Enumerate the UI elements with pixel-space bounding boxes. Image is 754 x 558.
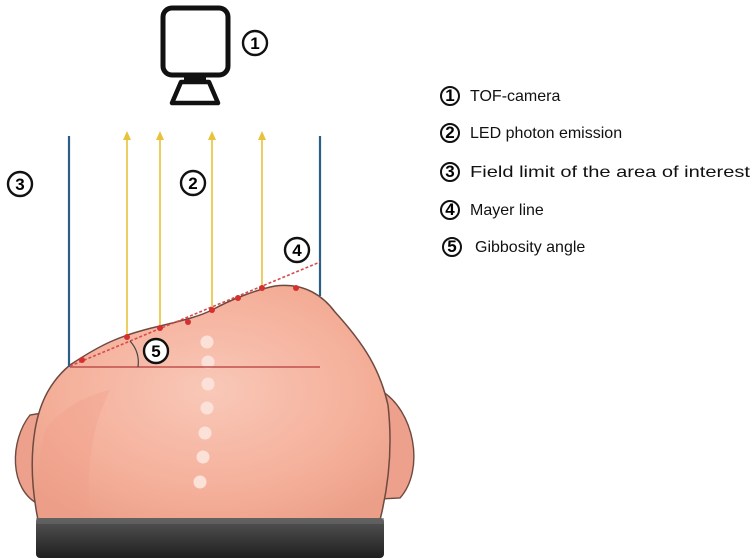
svg-text:4: 4 — [445, 200, 455, 219]
svg-text:Gibbosity angle: Gibbosity angle — [475, 239, 585, 256]
svg-text:4: 4 — [292, 241, 302, 260]
gibbosity-angle-marker: 5 — [142, 337, 170, 365]
camera-marker: 1 — [241, 29, 269, 57]
legend-item-field-limit: 3 Field limit of the area of interest — [440, 162, 751, 182]
legend-item-mayer-line: 4 Mayer line — [440, 200, 544, 220]
photon-rays — [123, 131, 266, 336]
photon-marker: 2 — [179, 169, 207, 197]
gibbosity-angle — [70, 340, 320, 368]
legend-item-tof-camera: 1 TOF-camera — [440, 86, 560, 106]
mayer-line-marker: 4 — [283, 236, 311, 264]
svg-text:1: 1 — [445, 86, 454, 105]
svg-text:Field limit of the area of int: Field limit of the area of interest — [470, 164, 751, 181]
legend-item-led-photon-emission: 2 LED photon emission — [440, 123, 622, 143]
field-limit-marker: 3 — [6, 170, 34, 198]
svg-text:3: 3 — [15, 175, 24, 194]
svg-text:5: 5 — [447, 237, 456, 256]
mayer-line — [69, 261, 321, 367]
svg-text:2: 2 — [445, 123, 454, 142]
svg-text:1: 1 — [250, 34, 259, 53]
svg-text:5: 5 — [151, 342, 160, 361]
svg-text:Mayer line: Mayer line — [470, 202, 544, 219]
spine-markers — [193, 335, 215, 489]
legend-item-gibbosity-angle: 5 Gibbosity angle — [442, 237, 585, 257]
svg-text:LED photon emission: LED photon emission — [470, 125, 622, 142]
field-limit-lines — [67, 136, 322, 367]
svg-text:3: 3 — [445, 162, 454, 181]
tof-camera-icon — [160, 5, 231, 106]
svg-text:2: 2 — [188, 174, 197, 193]
waistband — [36, 518, 384, 558]
back-torso — [14, 284, 415, 521]
legend: 1 TOF-camera 2 LED photon emission 3 Fie… — [440, 86, 751, 257]
svg-text:TOF-camera: TOF-camera — [470, 88, 560, 105]
